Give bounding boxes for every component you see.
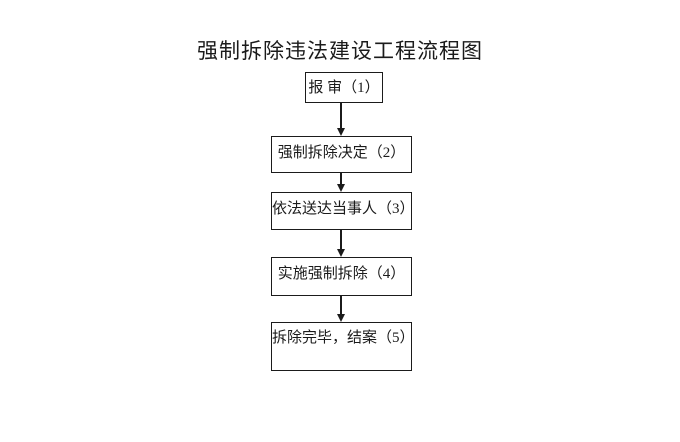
arrow-head xyxy=(336,184,345,192)
down-arrow-icon xyxy=(336,296,346,322)
arrow-shaft xyxy=(340,230,342,250)
flow-step-demolition-decision: 强制拆除决定（2） xyxy=(271,136,412,173)
flow-step-serve-parties: 依法送达当事人（3） xyxy=(271,192,412,230)
arrow-head xyxy=(336,314,345,322)
arrow-shaft xyxy=(340,103,342,129)
flow-step-baoshen: 报 审（1） xyxy=(305,72,383,103)
arrow-shaft xyxy=(340,296,342,315)
flow-step-case-closed: 拆除完毕，结案（5） xyxy=(271,322,412,371)
down-arrow-icon xyxy=(336,230,346,257)
page-title: 强制拆除违法建设工程流程图 xyxy=(197,39,483,63)
down-arrow-icon xyxy=(336,103,346,136)
down-arrow-icon xyxy=(336,173,346,192)
arrow-shaft xyxy=(340,173,342,185)
arrow-head xyxy=(336,128,345,136)
arrow-head xyxy=(336,249,345,257)
flow-step-implement-demolition: 实施强制拆除（4） xyxy=(271,257,412,296)
